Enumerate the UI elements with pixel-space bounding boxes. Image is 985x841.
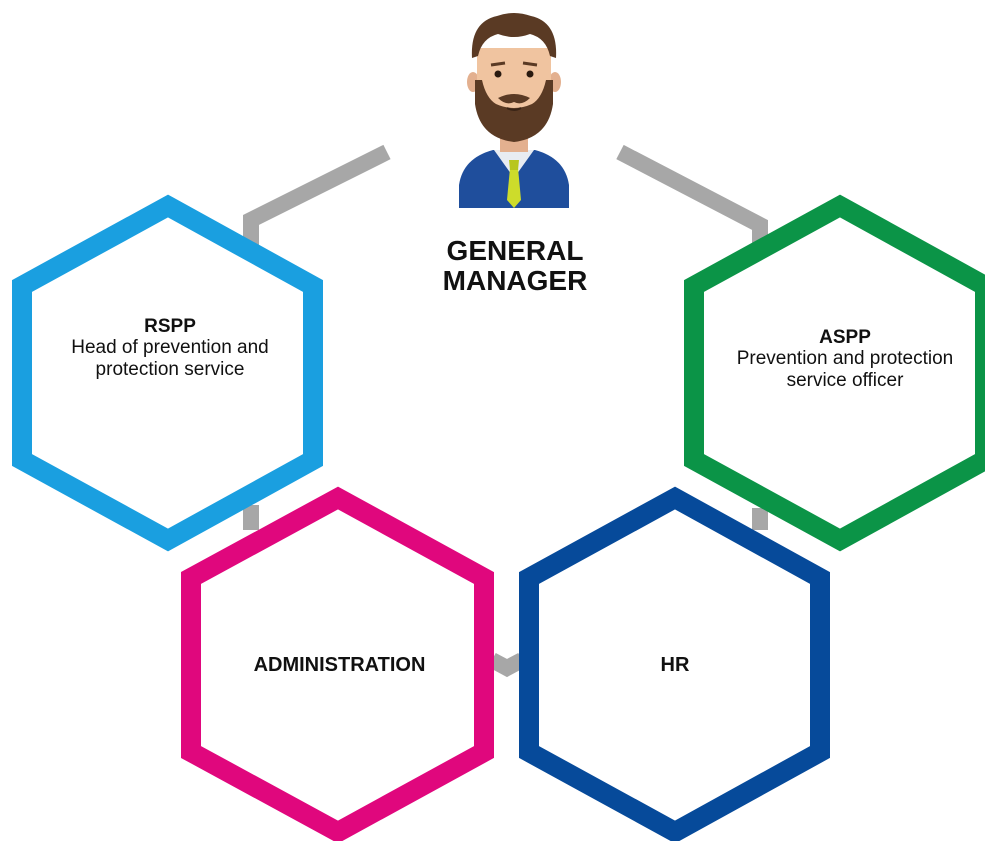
hr-code: HR — [660, 654, 690, 676]
general-manager-avatar-icon — [459, 13, 569, 208]
administration-code: ADMINISTRATION — [253, 654, 426, 676]
aspp-code: ASPP — [819, 327, 871, 348]
aspp-node-label: ASPP Prevention and protection service o… — [725, 327, 965, 391]
connectors — [243, 144, 768, 678]
hexagon-aspp — [684, 194, 985, 552]
general-manager-title-line2: MANAGER — [442, 265, 588, 297]
hexagon-rspp — [12, 194, 323, 552]
hexagon-administration — [181, 486, 494, 841]
rspp-code: RSPP — [144, 316, 196, 337]
rspp-node-label: RSPP Head of prevention and protection s… — [60, 316, 280, 380]
hexagon-hr — [519, 486, 830, 841]
administration-node-label: ADMINISTRATION — [212, 654, 467, 676]
connector-gm-to-aspp — [616, 144, 768, 245]
general-manager-title: GENERAL MANAGER — [385, 235, 645, 297]
hr-node-label: HR — [575, 654, 775, 676]
connector-administration-to-hr — [488, 652, 526, 678]
aspp-description: Prevention and protection service office… — [736, 348, 954, 391]
connector-gm-to-rspp — [243, 144, 391, 245]
general-manager-title-line1: GENERAL — [446, 235, 584, 266]
rspp-description: Head of prevention and protection servic… — [71, 337, 269, 380]
